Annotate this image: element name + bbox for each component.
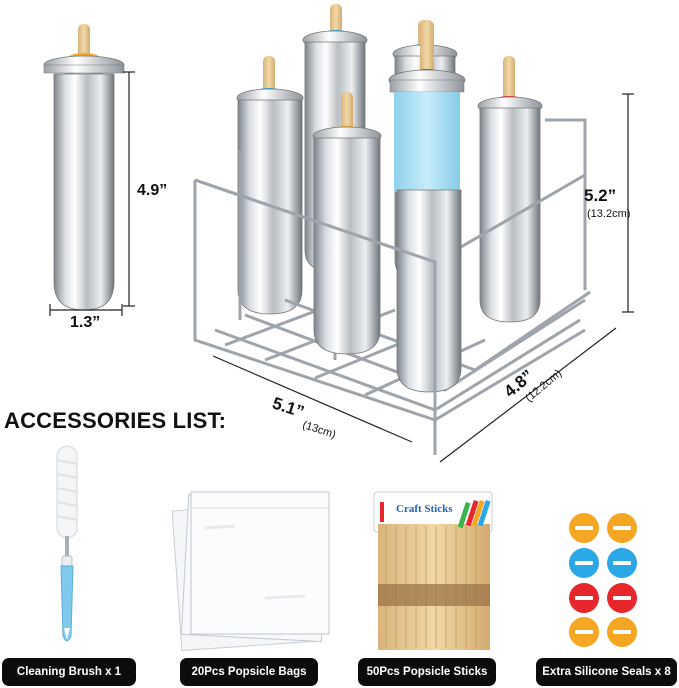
silicone-seals-badge: Extra Silicone Seals x 8 [536,658,677,686]
rack-height-label: 5.2” [584,186,617,205]
rack-height-cm-label: (13.2cm) [587,208,631,220]
popsicle-bags-badge: 20Pcs Popsicle Bags [180,658,318,686]
mold-front-left [312,92,382,355]
seal-grid [569,513,637,647]
mold-front-popsicle [388,20,466,393]
cleaning-brush-badge: Cleaning Brush x 1 [2,658,136,686]
single-width-label: 1.3” [70,314,101,331]
mold-lid-rim [43,64,125,74]
popsicle-bags-image [171,491,330,652]
silicone-seals-image [569,513,637,647]
craft-sticks-brand-label: Craft Sticks [396,503,453,515]
rack-product-image [193,4,591,455]
accessories-heading: ACCESSORIES LIST: [4,408,227,433]
single-height-label: 4.9” [137,182,168,199]
ice-pop [394,92,460,192]
rack-front-wire [194,178,437,455]
mold-right [477,56,543,323]
popsicle-sticks-badge: 50Pcs Popsicle Sticks [358,658,496,686]
cleaning-brush-image [56,445,78,642]
popsicle-sticks-image [373,491,493,650]
